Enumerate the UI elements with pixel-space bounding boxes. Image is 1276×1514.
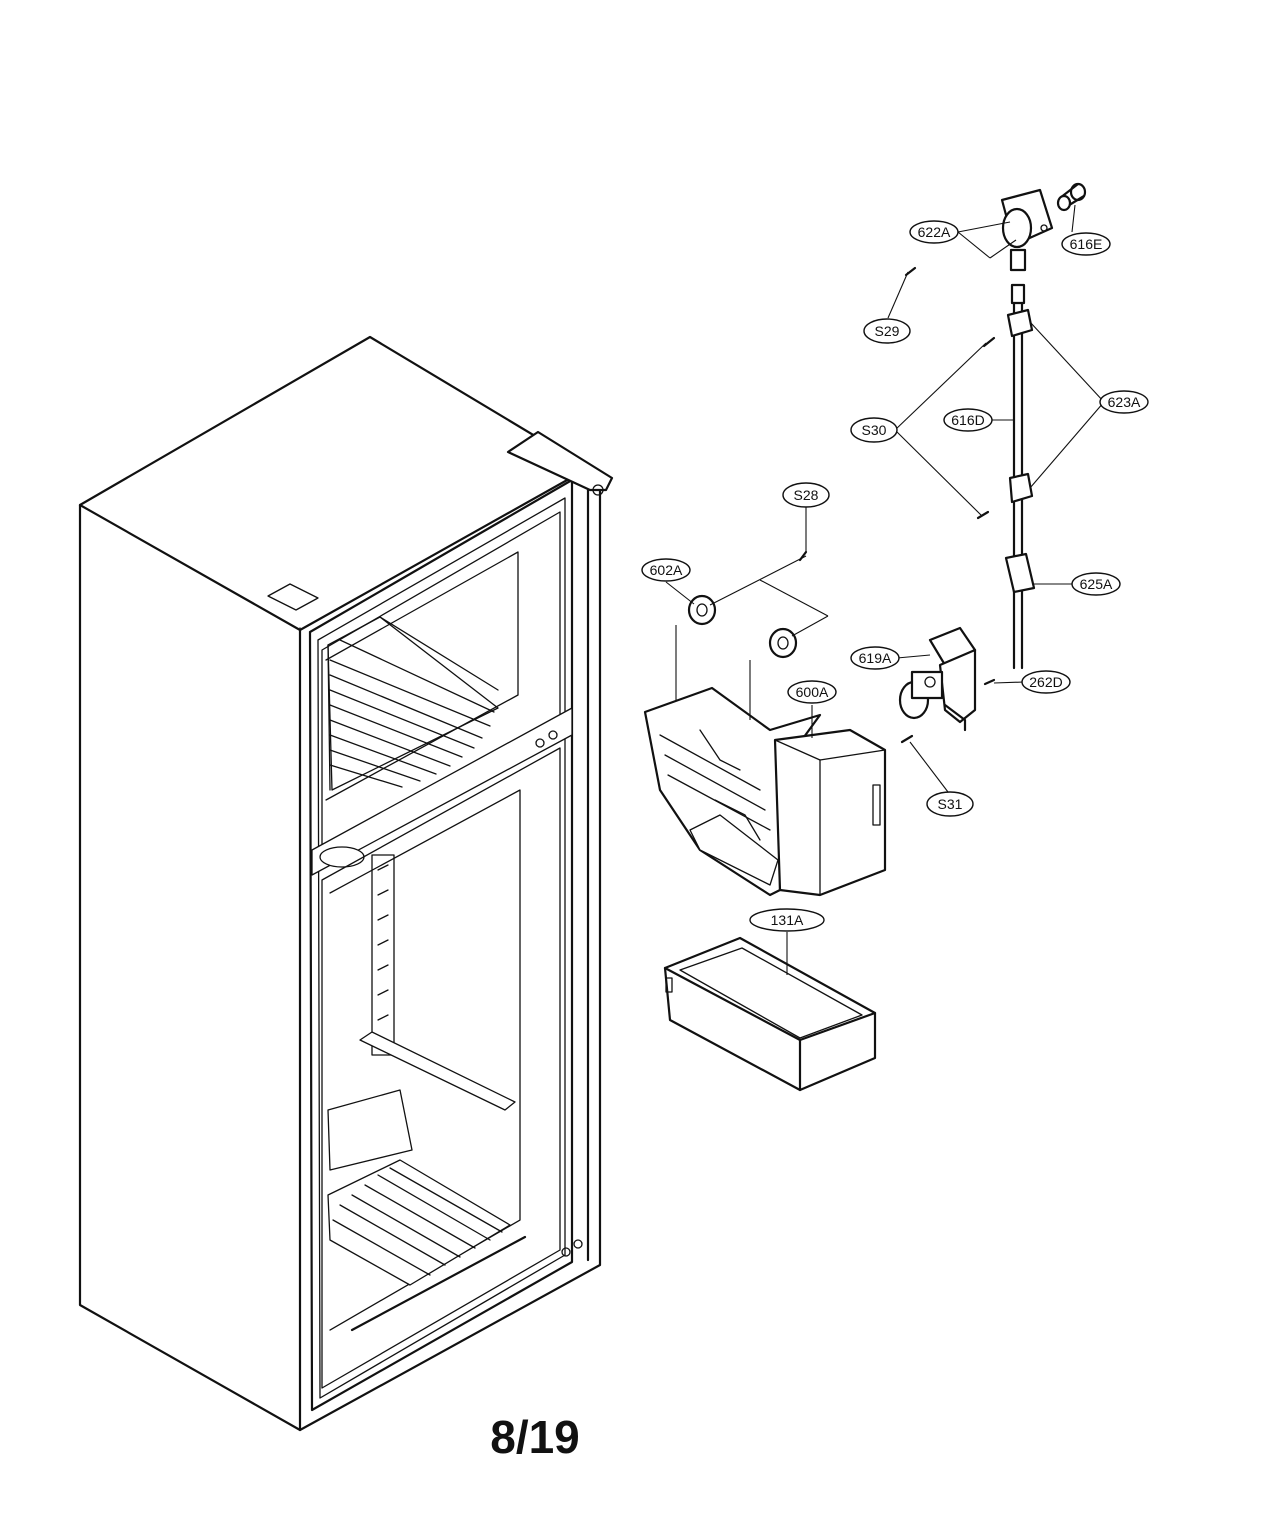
ice-maker-assembly: [643, 594, 887, 897]
callout-623A-text: 623A: [1108, 394, 1141, 410]
callout-616D: 616D: [943, 408, 993, 432]
callout-625A-text: 625A: [1080, 576, 1113, 592]
callout-616E: 616E: [1061, 232, 1111, 256]
water-tube-assembly: [1000, 182, 1087, 670]
ice-bin: [663, 936, 877, 1092]
callout-S30-text: S30: [862, 422, 887, 438]
callout-131A-text: 131A: [771, 912, 804, 928]
callout-619A-text: 619A: [859, 650, 892, 666]
callout-S28: S28: [782, 482, 830, 508]
leader-lines: [665, 204, 1105, 975]
callout-S29-text: S29: [875, 323, 900, 339]
callout-622A-text: 622A: [918, 224, 951, 240]
callout-602A-text: 602A: [650, 562, 683, 578]
callout-262D: 262D: [1021, 670, 1071, 694]
callout-600A-text: 600A: [796, 684, 829, 700]
refrigerator-cabinet: [78, 335, 614, 1432]
callout-S31-text: S31: [938, 796, 963, 812]
callout-616D-text: 616D: [951, 412, 984, 428]
callout-S29: S29: [863, 318, 911, 344]
callout-S31: S31: [926, 791, 974, 817]
callout-131A: 131A: [749, 908, 825, 932]
callout-616E-text: 616E: [1070, 236, 1103, 252]
callout-619A: 619A: [850, 646, 900, 670]
callout-602A: 602A: [641, 558, 691, 582]
callout-622A: 622A: [909, 220, 959, 244]
callout-262D-text: 262D: [1029, 674, 1062, 690]
callout-S30: S30: [850, 417, 898, 443]
callout-625A: 625A: [1071, 572, 1121, 596]
callout-600A: 600A: [787, 680, 837, 704]
callout-623A: 623A: [1099, 390, 1149, 414]
callout-S28-text: S28: [794, 487, 819, 503]
page-number: 8/19: [490, 1411, 580, 1463]
water-valve: [898, 626, 977, 732]
